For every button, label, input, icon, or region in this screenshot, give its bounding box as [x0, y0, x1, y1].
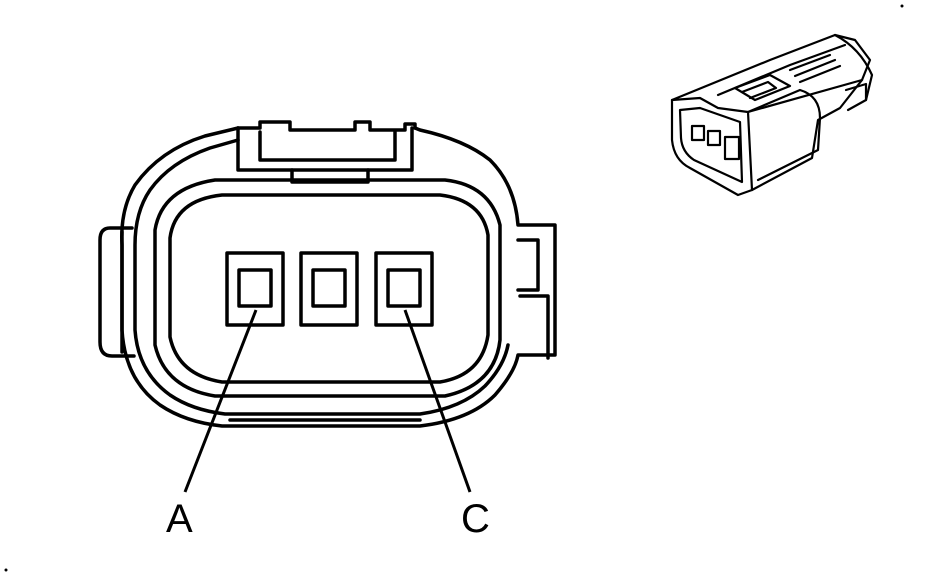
housing-outer — [120, 126, 557, 428]
pin-a-label: A — [166, 497, 193, 541]
pin-a-cavity-inner — [237, 268, 273, 308]
top-latch-block — [236, 126, 414, 172]
connector-isometric-thumbnail — [670, 33, 874, 197]
thumb-pin-1 — [690, 124, 706, 142]
thumb-front-inner — [678, 106, 744, 184]
thumb-side-face — [750, 78, 864, 192]
connector-face-view — [98, 120, 557, 428]
top-latch-outline — [236, 120, 417, 132]
thumb-back-ring — [844, 82, 868, 102]
top-latch-inner — [258, 130, 397, 162]
thumb-side-body — [746, 88, 822, 182]
top-latch-step — [290, 168, 370, 184]
right-key-notch-lower — [518, 294, 550, 360]
pin-c-leader-line — [403, 309, 472, 493]
pin-a-leader-line — [183, 309, 258, 493]
corner-mark-bottom-left — [4, 568, 8, 572]
housing-second-line — [133, 138, 510, 416]
leader-lines — [183, 309, 472, 493]
thumb-pin-3 — [723, 135, 741, 161]
thumb-front-face — [670, 96, 754, 197]
inner-cavity-outer — [153, 178, 502, 398]
right-key-notch — [516, 238, 540, 292]
pin-b-cavity-outer — [299, 251, 359, 327]
pin-c-label: C — [461, 497, 490, 541]
thumb-pin-2 — [706, 129, 722, 147]
thumb-back-collar — [833, 33, 874, 112]
pin-c-cavity-outer — [374, 251, 434, 327]
thumb-ribs — [788, 53, 842, 84]
thumb-latch-slot — [740, 80, 778, 100]
thumb-latch — [733, 73, 792, 102]
inner-cavity-inner — [168, 193, 490, 384]
pin-a-cavity-outer — [225, 251, 285, 327]
left-latch-tab — [98, 226, 136, 358]
pin-c-cavity-inner — [386, 268, 422, 308]
corner-mark-top-right — [900, 4, 904, 8]
pin-b-cavity-inner — [311, 268, 347, 308]
